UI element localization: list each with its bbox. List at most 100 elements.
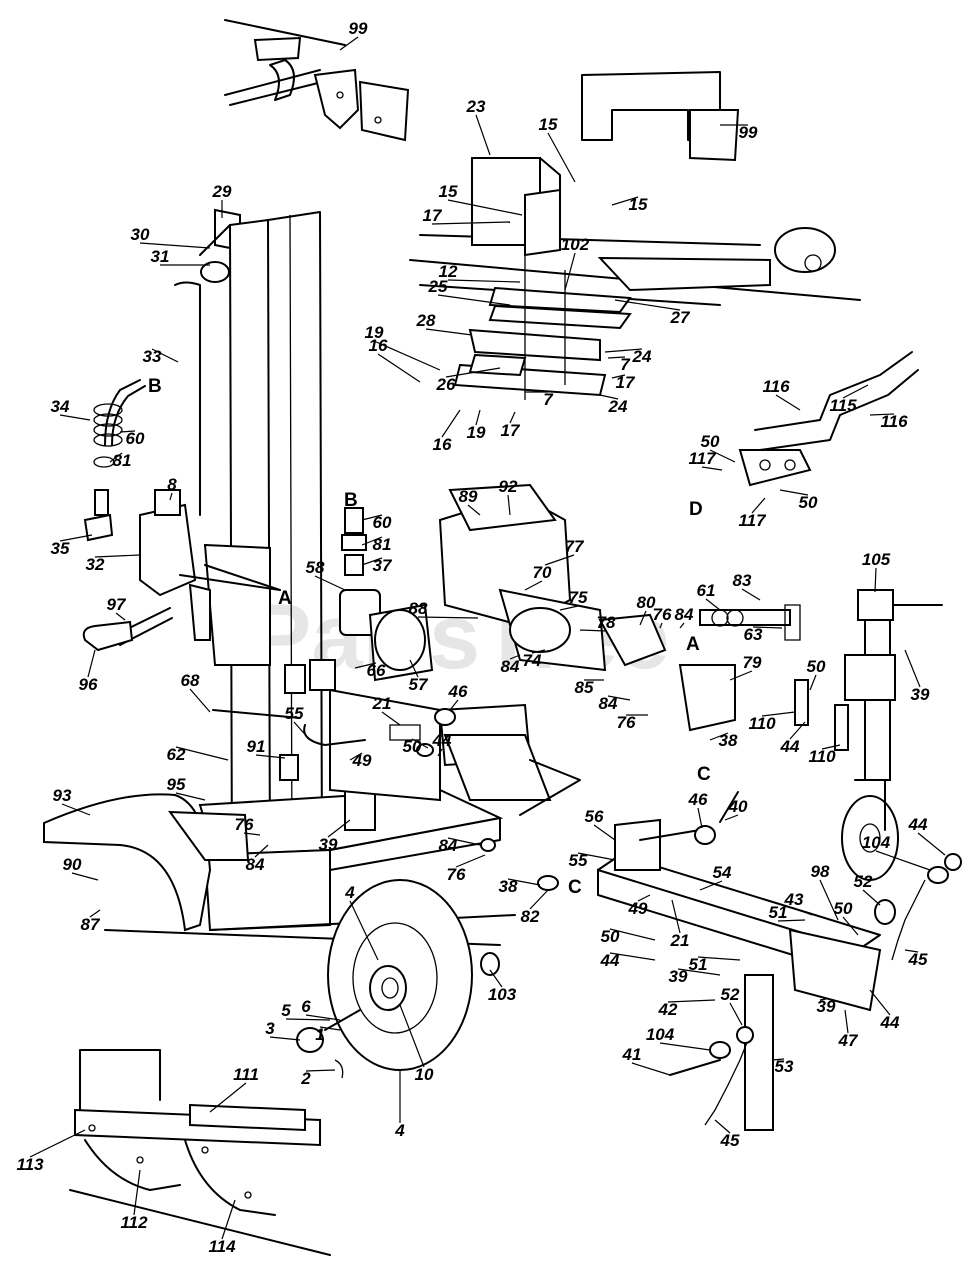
callout-c3: 3 xyxy=(265,1019,275,1038)
tow-bar-assembly xyxy=(738,351,919,487)
connector-c-tank: C xyxy=(568,877,582,898)
leader-line-c89 xyxy=(467,504,481,516)
callout-c98: 98 xyxy=(811,862,830,881)
leader-line-c96 xyxy=(87,649,96,678)
callout-c30: 30 xyxy=(131,225,150,244)
callout-c27: 27 xyxy=(670,308,691,327)
leader-line-c66 xyxy=(354,662,377,669)
center-small-parts xyxy=(212,659,559,891)
callout-c115: 115 xyxy=(829,396,857,415)
callout-c46b: 46 xyxy=(688,790,708,809)
leader-line-c92 xyxy=(507,494,511,516)
callout-c99a: 99 xyxy=(349,19,368,38)
callout-c44e: 44 xyxy=(880,1013,900,1032)
leader-line-c44c xyxy=(609,952,656,961)
callout-c96: 96 xyxy=(79,675,98,694)
callout-c76a: 76 xyxy=(653,605,672,624)
leader-line-c75 xyxy=(559,605,579,611)
callout-c117a: 117 xyxy=(688,449,717,468)
leader-line-c10 xyxy=(399,1004,425,1068)
leader-line-c76a xyxy=(659,622,663,629)
callout-c78: 78 xyxy=(597,613,616,632)
callout-c50b: 50 xyxy=(701,432,720,451)
leader-line-c105 xyxy=(874,567,877,593)
callout-c46a: 46 xyxy=(448,682,468,701)
callout-c50e: 50 xyxy=(601,927,620,946)
leader-line-c63 xyxy=(752,626,783,629)
callout-c42: 42 xyxy=(658,1000,678,1019)
callout-c31: 31 xyxy=(151,247,170,266)
leader-line-c76d xyxy=(455,854,486,868)
leader-line-c51a xyxy=(777,919,806,922)
callout-c84e: 84 xyxy=(439,836,458,855)
leader-line-c50e xyxy=(609,928,656,941)
callout-c76c: 76 xyxy=(235,815,254,834)
connector-c-filter: C xyxy=(697,764,711,785)
callout-c82: 82 xyxy=(521,907,540,926)
leader-line-c32 xyxy=(94,554,141,558)
connector-a-valve: A xyxy=(278,588,292,609)
leader-line-c104b xyxy=(659,1042,711,1051)
callout-c114: 114 xyxy=(208,1237,236,1256)
leader-line-c3 xyxy=(269,1036,301,1041)
callout-c24b: 24 xyxy=(608,397,628,416)
leader-line-c50f xyxy=(842,916,859,936)
callout-c45a: 45 xyxy=(908,950,928,969)
leader-line-c117a xyxy=(701,466,723,471)
inset-bracket-99 xyxy=(224,19,410,142)
callout-c26: 26 xyxy=(436,375,456,394)
callout-c2: 2 xyxy=(300,1069,311,1088)
leader-line-c102 xyxy=(564,252,576,291)
callout-c25: 25 xyxy=(428,277,448,296)
leader-line-c35 xyxy=(59,534,93,542)
leader-line-c60b xyxy=(361,514,383,521)
leader-line-c21a xyxy=(381,711,401,726)
callout-c44d: 44 xyxy=(908,815,928,834)
callout-c57: 57 xyxy=(409,675,429,694)
leader-line-c44a xyxy=(437,748,443,757)
leader-line-c111 xyxy=(209,1082,247,1113)
connector-a-pump: A xyxy=(686,634,700,655)
engine-pump-filter xyxy=(339,483,801,732)
callout-c21a: 21 xyxy=(372,694,392,713)
leader-line-c70 xyxy=(524,580,543,591)
leader-line-c23 xyxy=(475,114,491,156)
leader-line-c49b xyxy=(637,894,651,902)
callout-c102: 102 xyxy=(561,235,590,254)
callout-c55b: 55 xyxy=(569,851,588,870)
leader-line-c15b xyxy=(447,199,523,216)
leader-line-c16b xyxy=(441,409,461,438)
callout-c51b: 51 xyxy=(689,955,708,974)
leader-line-c50b xyxy=(709,449,736,463)
callout-c93: 93 xyxy=(53,786,72,805)
vertical-splitter-column xyxy=(174,208,323,877)
callout-c77: 77 xyxy=(565,537,585,556)
callout-c39d: 39 xyxy=(669,967,688,986)
callout-c89: 89 xyxy=(459,487,478,506)
callout-c91: 91 xyxy=(247,737,266,756)
callout-c16b: 16 xyxy=(433,435,452,454)
callout-c112: 112 xyxy=(120,1213,148,1232)
callout-c103: 103 xyxy=(488,985,517,1004)
callout-c7b: 7 xyxy=(543,390,554,409)
callout-c74: 74 xyxy=(523,651,542,670)
callout-c76b: 76 xyxy=(617,713,636,732)
leader-line-c26 xyxy=(445,367,501,378)
leader-line-c81b xyxy=(361,536,383,546)
callout-c19a: 19 xyxy=(365,323,384,342)
callout-c7a: 7 xyxy=(620,355,631,374)
callout-c4b: 4 xyxy=(394,1121,405,1140)
callout-c19b: 19 xyxy=(467,423,486,442)
leader-line-c68 xyxy=(189,688,211,713)
callout-c85: 85 xyxy=(575,678,594,697)
callout-c38a: 38 xyxy=(719,731,738,750)
callout-c29: 29 xyxy=(212,182,232,201)
callout-c39c: 39 xyxy=(817,997,836,1016)
leader-line-c93 xyxy=(61,803,91,816)
callout-c80: 80 xyxy=(637,593,656,612)
leader-line-c56 xyxy=(593,824,616,841)
leader-line-c39a xyxy=(327,819,351,838)
callout-c110a: 110 xyxy=(748,714,776,733)
callout-c66: 66 xyxy=(367,661,386,680)
beam-and-wedge-assembly xyxy=(409,71,861,400)
